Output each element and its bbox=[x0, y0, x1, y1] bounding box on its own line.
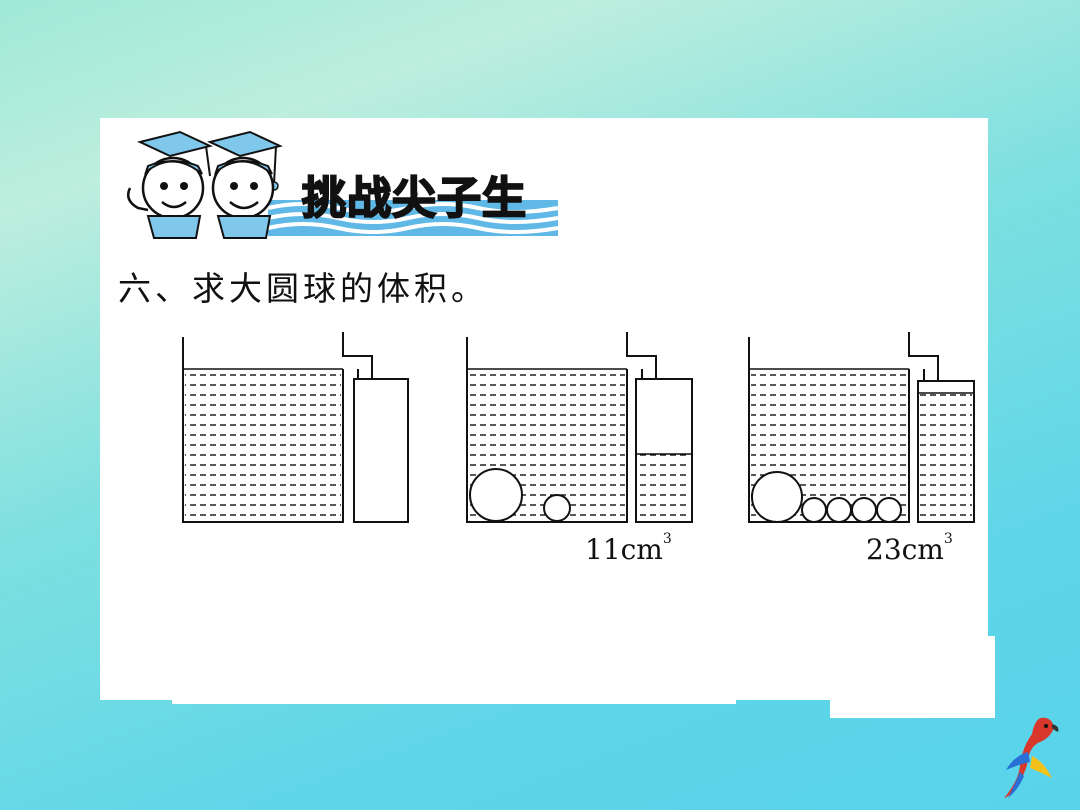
collected-water bbox=[638, 454, 690, 521]
figure-2 bbox=[466, 332, 693, 523]
large-ball bbox=[469, 468, 523, 522]
question-text: 六、求大圆球的体积。 bbox=[118, 269, 488, 308]
small-ball bbox=[543, 494, 571, 522]
small-ball bbox=[876, 497, 902, 523]
large-tank bbox=[748, 337, 910, 523]
volume-label: 23cm3 bbox=[866, 531, 953, 566]
water-fill bbox=[185, 369, 341, 521]
paper-strip bbox=[172, 690, 736, 704]
banner-graphic bbox=[127, 130, 559, 239]
parrot-icon bbox=[1004, 717, 1059, 798]
cartoon-student-icon bbox=[207, 130, 283, 239]
large-tank bbox=[466, 337, 628, 523]
overflow-cup bbox=[353, 378, 409, 523]
collected-water bbox=[920, 393, 972, 521]
wave-stripes bbox=[267, 200, 559, 236]
large-tank bbox=[182, 337, 344, 523]
small-ball bbox=[801, 497, 827, 523]
figure-3 bbox=[748, 332, 975, 523]
volume-label: 11cm3 bbox=[585, 531, 672, 566]
cartoon-student-icon bbox=[127, 130, 213, 239]
large-ball bbox=[751, 471, 803, 523]
section-title: 挑战尖子生 bbox=[301, 172, 527, 225]
paper-strip bbox=[830, 636, 995, 718]
small-ball bbox=[826, 497, 852, 523]
small-ball bbox=[851, 497, 877, 523]
figure-1 bbox=[182, 332, 409, 523]
